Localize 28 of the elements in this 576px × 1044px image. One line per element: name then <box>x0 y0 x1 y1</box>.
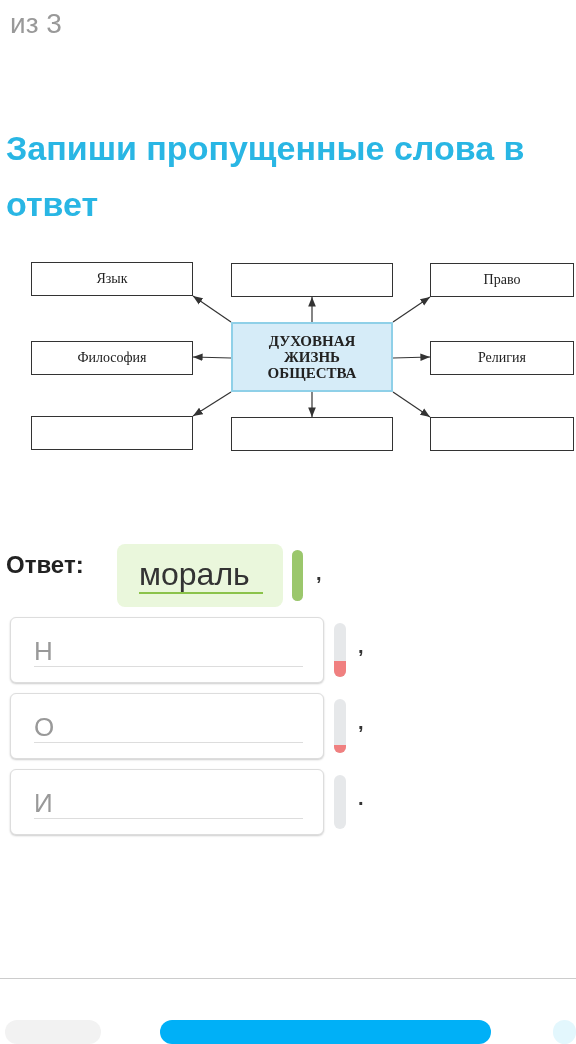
answer-field: Н <box>10 617 324 683</box>
concept-box: Религия <box>430 341 574 375</box>
punctuation-mark: , <box>358 711 364 734</box>
answer-field: И <box>10 769 324 835</box>
empty-box <box>31 416 193 450</box>
question-counter: из 3 <box>10 8 62 40</box>
question-title: Запиши пропущенные слова в ответ <box>6 128 526 225</box>
arrow <box>308 391 316 418</box>
arrow <box>392 353 431 362</box>
punctuation-mark: , <box>316 562 322 585</box>
concept-box: Право <box>430 263 574 297</box>
empty-box <box>231 263 393 297</box>
empty-box <box>231 417 393 451</box>
punctuation-mark: , <box>358 635 364 658</box>
punctuation-mark: . <box>358 787 364 810</box>
arrow <box>392 391 431 418</box>
answer-field: О <box>10 693 324 759</box>
central-concept-box: ДУХОВНАЯ ЖИЗНЬ ОБЩЕСТВА <box>231 322 393 392</box>
concept-box: Философия <box>31 341 193 375</box>
arrow <box>192 353 232 362</box>
arrow <box>392 296 431 323</box>
arrow <box>192 391 232 417</box>
arrow <box>192 295 232 323</box>
arrow <box>308 296 316 323</box>
concept-box: Язык <box>31 262 193 296</box>
answer-field: мораль <box>117 544 283 607</box>
empty-box <box>430 417 574 451</box>
answer-label: Ответ: <box>6 551 84 579</box>
